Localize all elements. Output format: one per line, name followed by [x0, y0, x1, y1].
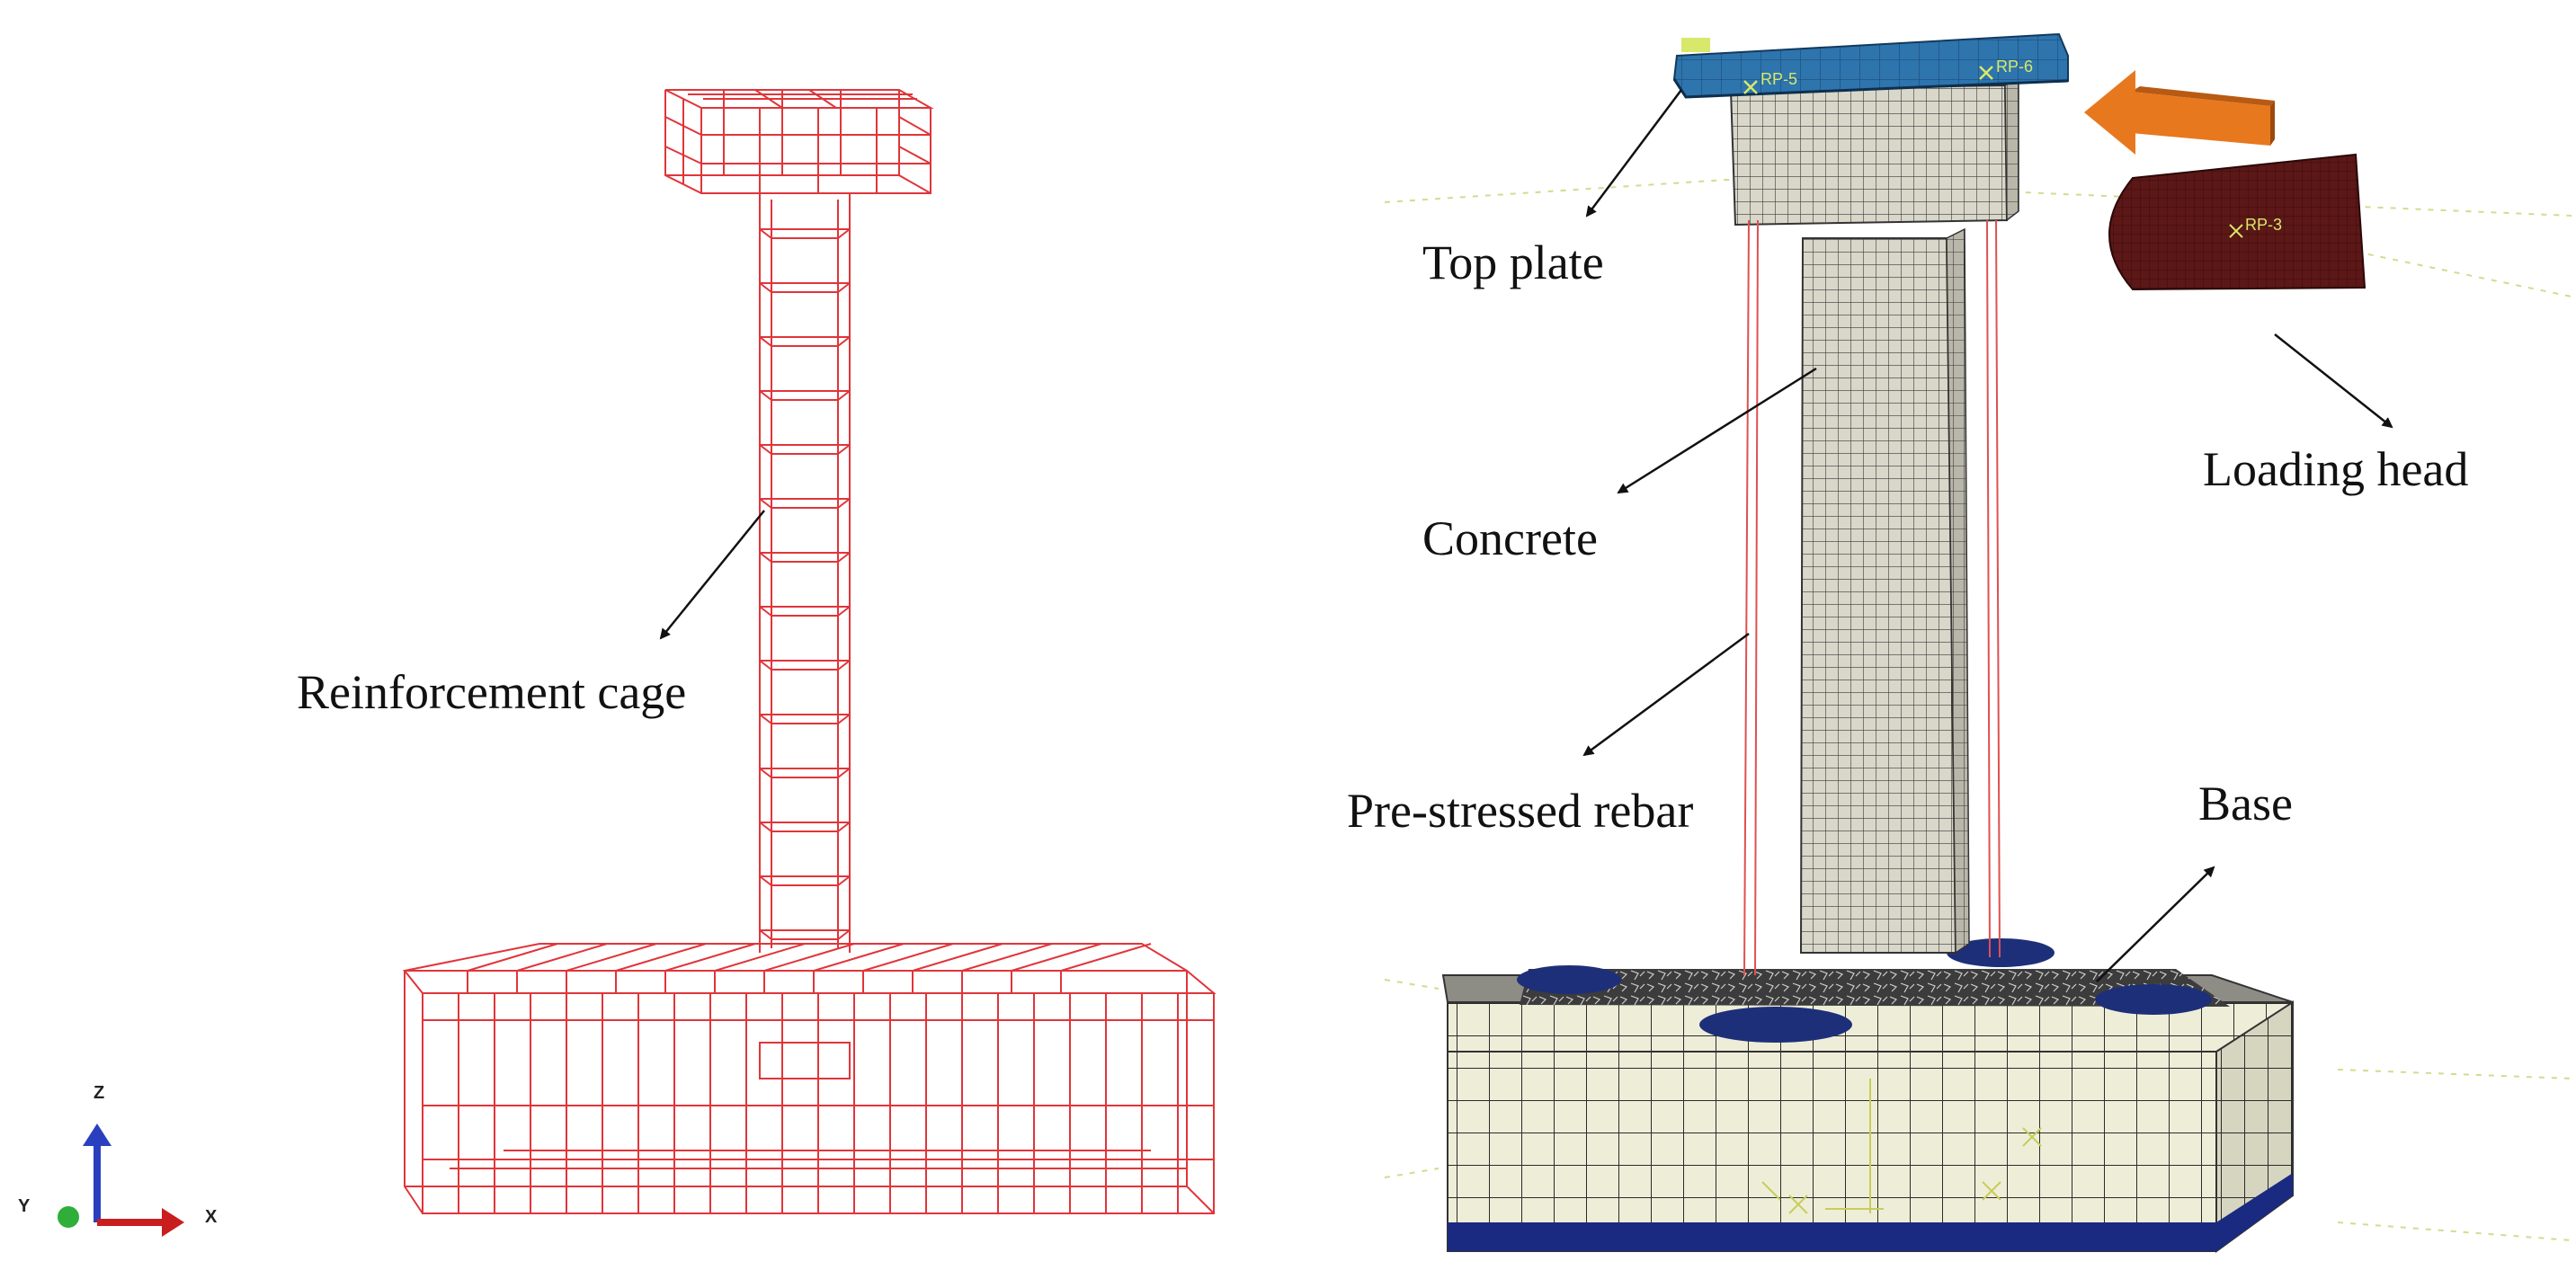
rp6-label: RP-6: [1996, 58, 2033, 76]
x-axis-label: X: [205, 1207, 218, 1227]
cage-column: [759, 193, 851, 953]
prestressed-rebar-label: Pre-stressed rebar: [1347, 784, 1693, 838]
cage-base-bar: [714, 943, 806, 993]
cage-base-bar: [566, 943, 657, 993]
rebar-arrow: [1582, 632, 1750, 757]
cage-hoop: [759, 552, 851, 563]
loading-head: RP-3: [2108, 153, 2367, 291]
cage-hoop: [759, 660, 851, 671]
cage-hoop: [759, 390, 851, 401]
cage-base-bar: [961, 943, 1053, 993]
concrete-column: [1799, 227, 1970, 955]
bearing-pad: [2095, 984, 2212, 1015]
reinforcement-cage-label: Reinforcement cage: [297, 665, 686, 719]
cage-hoop: [759, 336, 851, 347]
base-arrow: [2096, 866, 2215, 982]
loading-head-arrow: [2274, 333, 2393, 429]
cage-hoop: [759, 444, 851, 455]
cage-top-block: [664, 89, 934, 194]
cage-hoop: [759, 282, 851, 293]
cage-hoop: [759, 822, 851, 832]
cage-hoop: [759, 498, 851, 509]
bearing-pad: [1947, 938, 2055, 967]
prestressed-rebars: [1743, 219, 2001, 976]
cage-hoop: [759, 768, 851, 778]
bearing-pad: [1517, 965, 1621, 994]
z-axis-label: Z: [94, 1083, 104, 1103]
column-head: [1729, 75, 2022, 227]
top-plate-label: Top plate: [1422, 235, 1604, 289]
concrete-label: Concrete: [1422, 511, 1598, 565]
cage-hoop: [759, 875, 851, 886]
z-axis-arrow: [83, 1124, 111, 1146]
cage-base-bar: [1060, 943, 1152, 993]
x-axis-arrow: [162, 1208, 184, 1237]
cage-base-bar: [467, 943, 558, 993]
load-direction-arrow: [2084, 70, 2275, 155]
cage-base: [402, 943, 1217, 1214]
base-label: Base: [2198, 777, 2293, 831]
bearing-pad: [1699, 1007, 1852, 1043]
cage-base-bar: [862, 943, 954, 993]
cage-base-bar: [763, 943, 855, 993]
cage-base-bar: [813, 943, 905, 993]
axis-triad: Z Y X: [18, 1083, 218, 1237]
cage-base-bar: [615, 943, 707, 993]
base-block: [1441, 938, 2294, 1253]
cage-arrow: [659, 510, 765, 640]
cage-base-bar: [1011, 943, 1102, 993]
cage-hoop: [759, 714, 851, 724]
plate-marker: [1681, 38, 1710, 52]
cage-hoop: [759, 228, 851, 239]
cage-hoop: [759, 929, 851, 940]
concrete-arrow: [1617, 367, 1817, 494]
cage-hoop: [759, 606, 851, 617]
rp3-label: RP-3: [2245, 216, 2282, 234]
cage-base-bar: [664, 943, 756, 993]
top-plate-arrow: [1585, 89, 1682, 218]
cage-base-bar: [912, 943, 1003, 993]
cage-base-bar: [516, 943, 608, 993]
y-axis-marker: [58, 1206, 79, 1228]
loading-head-label: Loading head: [2203, 442, 2468, 496]
y-axis-label: Y: [18, 1196, 31, 1216]
rp5-label: RP-5: [1760, 70, 1797, 88]
top-plate: RP-5 RP-6: [1672, 32, 2069, 99]
reinforcement-cage: [402, 89, 1217, 1214]
